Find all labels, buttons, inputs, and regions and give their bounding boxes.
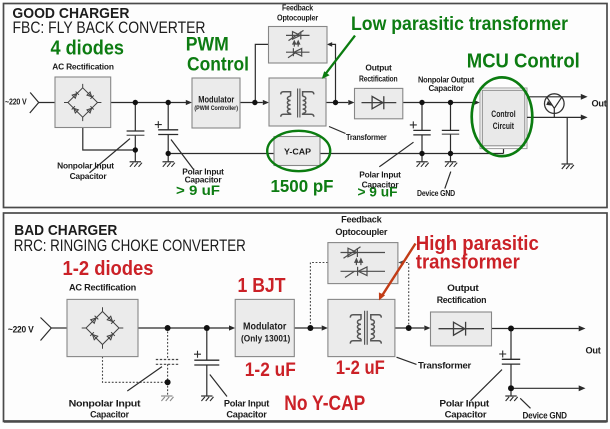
svg-text:BAD CHARGER: BAD CHARGER	[14, 223, 117, 239]
svg-text:MCU Control: MCU Control	[467, 50, 580, 72]
svg-text:Nonpolar Input: Nonpolar Input	[69, 398, 141, 408]
svg-text:No Y-CAP: No Y-CAP	[284, 392, 365, 415]
svg-text:(Only 13001): (Only 13001)	[241, 333, 290, 344]
svg-text:Polar Input: Polar Input	[359, 169, 401, 179]
svg-text:Capacitor: Capacitor	[90, 409, 129, 419]
svg-text:Device GND: Device GND	[523, 410, 568, 420]
svg-text:RRC: RINGING CHOKE CONVERTER: RRC: RINGING CHOKE CONVERTER	[14, 237, 246, 255]
svg-text:Feedback: Feedback	[341, 215, 383, 225]
svg-text:Transformer: Transformer	[346, 132, 387, 142]
svg-text:4 diodes: 4 diodes	[51, 37, 125, 59]
svg-text:Optocoupler: Optocoupler	[335, 227, 388, 237]
svg-text:PWM: PWM	[186, 33, 229, 55]
svg-text:> 9 uF: > 9 uF	[358, 185, 398, 201]
svg-text:Modulator: Modulator	[198, 94, 234, 104]
svg-text:1-2 uF: 1-2 uF	[336, 357, 385, 379]
svg-text:Polar Input: Polar Input	[182, 166, 224, 176]
svg-text:Modulator: Modulator	[243, 321, 286, 332]
svg-text:Circuit: Circuit	[493, 121, 514, 131]
svg-text:Transformer: Transformer	[418, 361, 472, 371]
svg-text:Out: Out	[592, 99, 607, 109]
svg-text:~220 V: ~220 V	[8, 325, 35, 335]
svg-text:Rectification: Rectification	[437, 295, 487, 305]
svg-text:Control: Control	[187, 54, 249, 76]
svg-text:Nonpolar Output: Nonpolar Output	[418, 75, 474, 85]
svg-text:Capacitor: Capacitor	[445, 409, 487, 419]
svg-text:GOOD CHARGER: GOOD CHARGER	[12, 6, 129, 22]
svg-text:1-2 uF: 1-2 uF	[245, 359, 296, 381]
svg-text:Polar Input: Polar Input	[439, 398, 489, 408]
svg-text:Capacitor: Capacitor	[226, 409, 267, 419]
svg-text:1-2 diodes: 1-2 diodes	[63, 258, 154, 280]
svg-text:Capacitor: Capacitor	[362, 179, 400, 189]
svg-text:Polar Input: Polar Input	[224, 398, 269, 408]
svg-text:1 BJT: 1 BJT	[238, 275, 286, 297]
svg-text:Optocoupler: Optocoupler	[277, 12, 319, 22]
svg-text:Nonpolar Input: Nonpolar Input	[57, 161, 114, 171]
svg-text:Y-CAP: Y-CAP	[284, 147, 312, 156]
svg-text:Feedback: Feedback	[282, 2, 313, 12]
svg-text:Low parasitic transformer: Low parasitic transformer	[351, 13, 568, 35]
svg-text:(PWM Controller): (PWM Controller)	[194, 105, 238, 112]
svg-text:Device GND: Device GND	[417, 188, 455, 198]
svg-text:Capacitor: Capacitor	[70, 171, 108, 181]
svg-text:Output: Output	[365, 62, 392, 72]
svg-text:Capacitor: Capacitor	[429, 83, 465, 93]
svg-text:> 9 uF: > 9 uF	[176, 183, 220, 199]
svg-text:Rectification: Rectification	[359, 73, 398, 83]
svg-text:AC Rectification: AC Rectification	[69, 283, 137, 293]
svg-text:transformer: transformer	[416, 252, 520, 274]
svg-text:AC Rectification: AC Rectification	[52, 62, 114, 72]
svg-text:Output: Output	[447, 283, 478, 293]
svg-text:1500 pF: 1500 pF	[271, 176, 334, 196]
svg-text:Capacitor: Capacitor	[185, 174, 223, 184]
svg-text:Out: Out	[586, 346, 601, 356]
svg-text:Control: Control	[491, 109, 515, 119]
svg-text:High parasitic: High parasitic	[416, 233, 539, 255]
svg-text:~220 V: ~220 V	[5, 97, 27, 107]
svg-text:FBC: FLY BACK CONVERTER: FBC: FLY BACK CONVERTER	[13, 19, 206, 37]
